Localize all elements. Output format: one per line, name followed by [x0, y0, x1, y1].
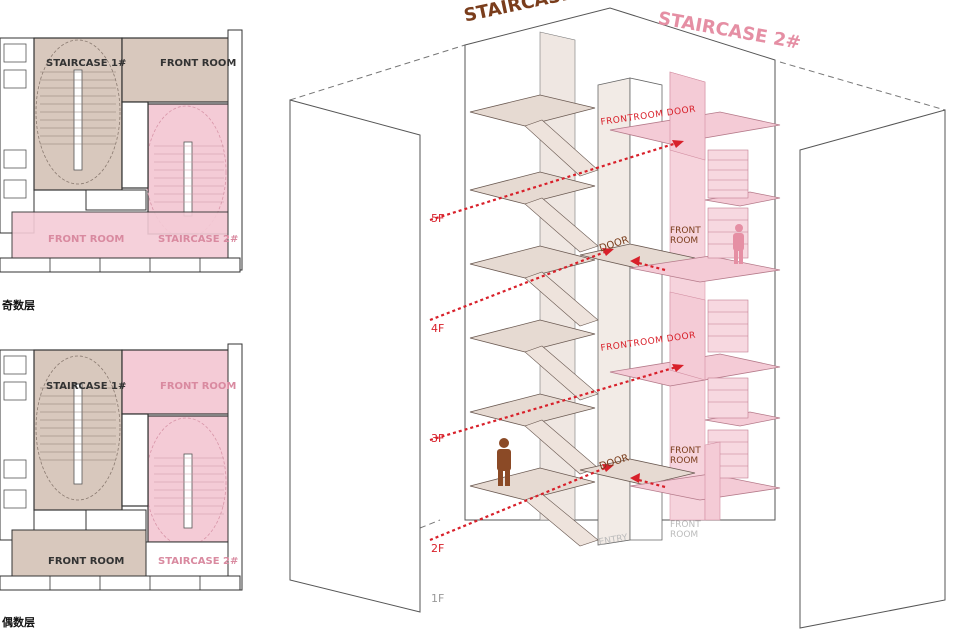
front-room-ground-label: FRONT ROOM — [670, 520, 701, 540]
even-floor-caption: 偶数层 — [2, 616, 35, 629]
front-room-upper-label: FRONT ROOM — [670, 226, 701, 246]
floor-label-4f: 4F — [431, 322, 445, 335]
even-front-room-bottom-label: FRONT ROOM — [48, 556, 125, 567]
even-floor-plan — [0, 343, 243, 591]
odd-staircase2-label: STAIRCASE 2# — [158, 234, 239, 245]
axonometric-section — [289, 7, 946, 629]
floor-label-5f: 5F — [431, 212, 445, 225]
front-room-lower-label: FRONT ROOM — [670, 446, 701, 466]
odd-floor-plan — [0, 29, 243, 273]
person-pink-icon — [733, 224, 744, 264]
odd-staircase1-label: STAIRCASE 1# — [46, 58, 127, 69]
floor-label-3f: 3F — [431, 432, 445, 445]
odd-floor-caption: 奇数层 — [2, 299, 35, 312]
even-front-room-top-label: FRONT ROOM — [160, 381, 237, 392]
odd-front-room-top-label: FRONT ROOM — [160, 58, 237, 69]
even-staircase2-label: STAIRCASE 2# — [158, 556, 239, 567]
person-brown-icon — [497, 438, 511, 486]
odd-front-room-bottom-label: FRONT ROOM — [48, 234, 125, 245]
even-staircase1-label: STAIRCASE 1# — [46, 381, 127, 392]
floor-label-1f: 1F — [431, 592, 445, 605]
floor-label-2f: 2F — [431, 542, 445, 555]
